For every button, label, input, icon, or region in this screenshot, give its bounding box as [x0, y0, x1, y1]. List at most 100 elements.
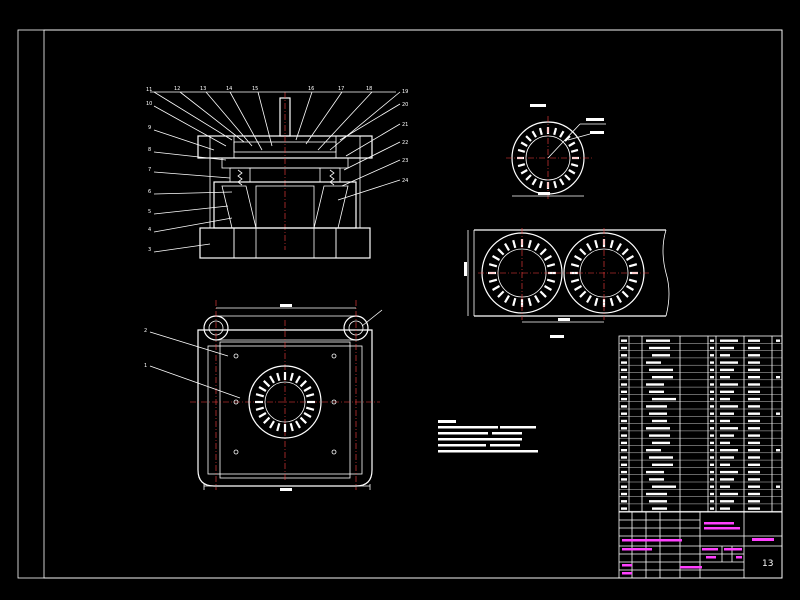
parts-cell-text [646, 383, 664, 386]
slot-mark [621, 290, 629, 298]
parts-cell-text [748, 500, 760, 503]
parts-cell-text [621, 361, 627, 364]
parts-cell-text [621, 449, 627, 452]
parts-cell-text [652, 463, 673, 466]
parts-cell-text [710, 376, 714, 379]
parts-cell-text [720, 368, 734, 372]
slot-mark [564, 135, 571, 142]
parts-cell-text [720, 412, 734, 415]
parts-cell-text [621, 405, 627, 408]
slot-mark [255, 406, 265, 411]
slot-mark [289, 372, 294, 382]
slot-mark [269, 420, 275, 429]
parts-cell-text [649, 346, 670, 350]
parts-cell-text [748, 478, 760, 481]
slot-mark [625, 285, 634, 291]
callout-20: 20 [402, 102, 408, 108]
slot-mark [568, 169, 576, 175]
slot-mark [299, 416, 307, 424]
slot-mark [527, 239, 532, 249]
parts-cell-text [720, 339, 738, 342]
callout-5: 5 [148, 209, 151, 215]
parts-cell-text [710, 456, 714, 459]
parts-cell-text [710, 434, 714, 437]
slot-mark [497, 248, 505, 256]
slot-mark [504, 243, 510, 252]
parts-cell-text [720, 376, 730, 379]
parts-cell-text [621, 383, 627, 386]
slot-mark [303, 386, 312, 392]
callout-12: 12 [174, 86, 180, 92]
parts-cell-text [748, 376, 760, 379]
callout-16: 16 [308, 86, 314, 92]
parts-cell-text [649, 456, 673, 459]
right-callouts [329, 91, 401, 201]
callout-4: 4 [148, 227, 151, 233]
top-callouts [150, 91, 396, 151]
slot-mark [531, 130, 537, 138]
inner-border [43, 29, 783, 579]
parts-cell-text [649, 390, 664, 393]
slot-mark [538, 127, 543, 136]
parts-cell-text [646, 405, 667, 408]
slot-mark [534, 294, 540, 303]
parts-cell-text [720, 441, 730, 445]
parts-cell-text [720, 470, 738, 474]
parts-cell-text [710, 478, 714, 481]
parts-cell-text [649, 434, 670, 437]
strip-layout [464, 228, 670, 338]
slot-mark [559, 130, 565, 138]
slot-mark [517, 163, 526, 168]
slot-mark [579, 248, 587, 256]
slot-mark [295, 375, 301, 384]
slot-mark [512, 297, 517, 307]
parts-cell-text [710, 507, 714, 510]
parts-cell-text [710, 500, 714, 503]
slot-mark [263, 416, 271, 424]
slot-mark [492, 285, 501, 291]
slot-mark [543, 255, 552, 261]
parts-cell-text [652, 485, 676, 488]
parts-cell-text [710, 390, 714, 393]
parts-cell-text [720, 419, 730, 423]
slot-mark [276, 422, 281, 432]
parts-cell-text [652, 419, 667, 423]
callout-8: 8 [148, 147, 151, 153]
slot-mark [289, 422, 294, 432]
parts-cell-text [621, 346, 627, 350]
slot-mark [553, 180, 558, 189]
slot-mark [564, 174, 571, 181]
callout-3: 3 [148, 247, 151, 253]
parts-cell-text [720, 485, 730, 488]
parts-cell-text [720, 500, 734, 503]
parts-list [618, 335, 783, 513]
blank-part-detail [506, 104, 606, 200]
parts-cell-text [748, 346, 760, 350]
parts-cell-text [710, 470, 714, 474]
slot-mark [305, 393, 315, 398]
parts-cell-text [720, 383, 738, 386]
parts-cell-text [621, 397, 627, 401]
parts-cell-text [720, 397, 730, 401]
outer-border [17, 29, 783, 579]
slot-mark [520, 169, 528, 175]
parts-cell-text [710, 383, 714, 386]
parts-cell-text [720, 492, 738, 496]
callout-23: 23 [402, 158, 408, 164]
parts-cell-text [621, 485, 627, 488]
technical-notes [438, 420, 538, 453]
parts-cell-text [748, 412, 760, 415]
slot-mark [303, 412, 312, 418]
callout-9: 9 [148, 125, 151, 131]
parts-cell-text [710, 485, 714, 488]
callout-24: 24 [402, 178, 408, 184]
parts-cell-text [710, 368, 714, 372]
parts-cell-text [621, 441, 627, 445]
slot-mark [276, 372, 281, 382]
left-callouts [153, 91, 233, 253]
parts-cell-text [748, 354, 760, 357]
parts-cell-text [621, 354, 627, 357]
parts-cell-text [748, 485, 760, 488]
slot-mark [570, 163, 579, 168]
